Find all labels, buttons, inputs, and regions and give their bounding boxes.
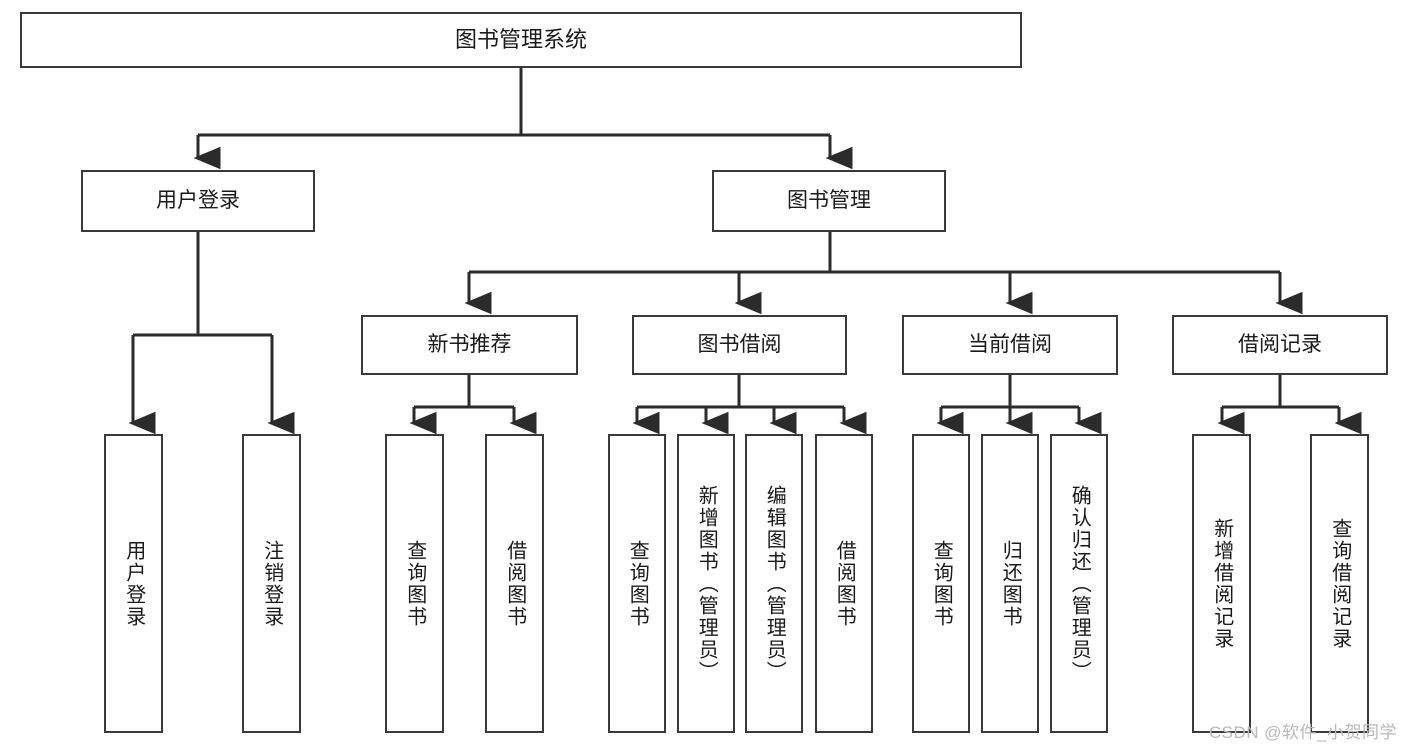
node-leaf-user-logout[interactable]: 注销登录	[242, 434, 301, 733]
node-leaf-user-login[interactable]: 用户登录	[104, 434, 163, 733]
csdn-watermark: CSDN @软件_小贺同学	[1208, 723, 1397, 742]
node-user-login[interactable]: 用户登录	[81, 170, 315, 232]
node-leaf-cb-query-book[interactable]: 查询图书	[912, 434, 970, 733]
node-leaf-br-add-record[interactable]: 新增借阅记录	[1192, 434, 1251, 733]
node-leaf-bb-borrow-book[interactable]: 借阅图书	[815, 434, 873, 733]
node-borrow-record[interactable]: 借阅记录	[1172, 315, 1388, 375]
node-leaf-rec-query-book[interactable]: 查询图书	[385, 434, 444, 733]
node-new-book-recommend[interactable]: 新书推荐	[361, 315, 578, 375]
node-leaf-bb-add-book[interactable]: 新增图书（管理员）	[677, 434, 735, 733]
node-book-borrow[interactable]: 图书借阅	[632, 315, 847, 375]
node-current-borrow[interactable]: 当前借阅	[902, 315, 1118, 375]
node-leaf-bb-edit-book[interactable]: 编辑图书（管理员）	[745, 434, 803, 733]
node-leaf-rec-borrow-book[interactable]: 借阅图书	[485, 434, 544, 733]
node-leaf-cb-confirm-return[interactable]: 确认归还（管理员）	[1050, 434, 1108, 733]
node-book-manage[interactable]: 图书管理	[712, 170, 946, 232]
node-leaf-br-query-record[interactable]: 查询借阅记录	[1310, 434, 1369, 733]
node-leaf-cb-return-book[interactable]: 归还图书	[981, 434, 1039, 733]
node-root-book-management-system[interactable]: 图书管理系统	[20, 12, 1022, 68]
node-leaf-bb-query-book[interactable]: 查询图书	[608, 434, 666, 733]
